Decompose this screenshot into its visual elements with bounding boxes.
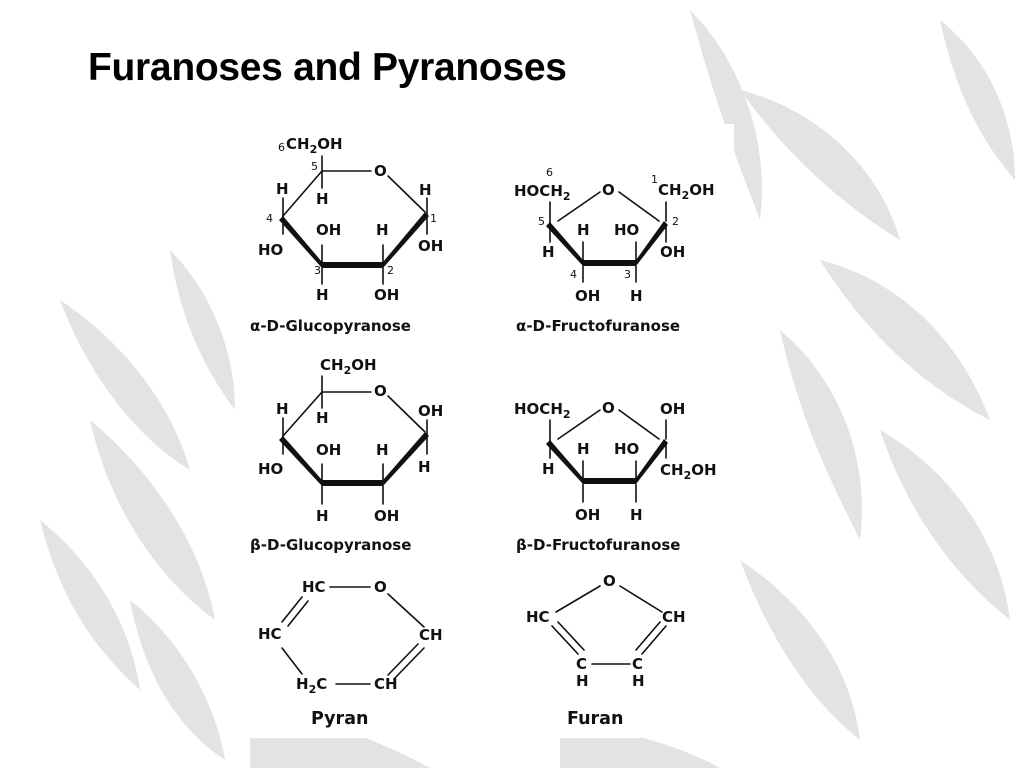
structure-caption: Furan <box>567 709 623 729</box>
hydroxyl: OH <box>575 506 600 524</box>
hydroxyl: HO <box>614 221 639 239</box>
hydroxyl: OH <box>374 286 399 304</box>
hydrogen: H <box>376 221 389 239</box>
carbon-number: 5 <box>538 215 545 228</box>
ring-atom: HC <box>526 608 550 626</box>
leaf-decoration <box>170 250 235 410</box>
hydroxyl: OH <box>418 237 443 255</box>
structure-caption: β-D-Fructofuranose <box>516 536 680 554</box>
hydroxyl: HO <box>614 440 639 458</box>
ring-oxygen: O <box>603 572 616 590</box>
pyran-structure: HC O HC CH H2C CH Pyran <box>258 578 443 729</box>
ring-oxygen: O <box>374 382 387 400</box>
hydrogen: H <box>418 458 431 476</box>
hydroxyl: OH <box>374 507 399 525</box>
alpha-glucopyranose-structure: 6 CH2OH 5 O H H 4 HO OH H 3 2 H OH H 1 O… <box>250 135 443 335</box>
chemical-structures-diagram: 6 CH2OH 5 O H H 4 HO OH H 3 2 H OH H 1 O… <box>250 135 717 729</box>
structures-figure: 6 CH2OH 5 O H H 4 HO OH H 3 2 H OH H 1 O… <box>238 124 734 738</box>
hoch2-group: HOCH2 <box>514 400 571 421</box>
ring-atom: HC <box>258 625 282 643</box>
hydroxyl: OH <box>660 243 685 261</box>
hydroxyl: OH <box>316 221 341 239</box>
furan-structure: O HC CH C C H H Furan <box>526 572 686 729</box>
hydroxyl: HO <box>258 241 283 259</box>
carbon-number: 3 <box>314 264 321 277</box>
ring-atom: HC <box>302 578 326 596</box>
hydrogen: H <box>577 440 590 458</box>
carbon-number: 4 <box>570 268 577 281</box>
leaf-decoration <box>740 560 860 740</box>
leaf-decoration <box>820 260 990 420</box>
hydroxyl: HO <box>258 460 283 478</box>
leaf-decoration <box>940 20 1015 180</box>
carbon-number: 2 <box>672 215 679 228</box>
structure-caption: β-D-Glucopyranose <box>250 536 411 554</box>
leaf-decoration <box>130 600 225 760</box>
hydrogen: H <box>632 672 645 690</box>
carbon-number: 1 <box>651 173 658 186</box>
ch2oh-group: CH2OH <box>660 461 717 482</box>
hydrogen: H <box>316 190 329 208</box>
ring-atom: CH <box>419 626 443 644</box>
hydrogen: H <box>577 221 590 239</box>
ch2oh-group: CH2OH <box>658 181 715 202</box>
hydrogen: H <box>630 287 643 305</box>
structure-caption: α-D-Fructofuranose <box>516 317 680 335</box>
ring-atom: CH <box>662 608 686 626</box>
ch2oh-group: CH2OH <box>286 135 343 156</box>
hydrogen: H <box>576 672 589 690</box>
ring-oxygen: O <box>602 399 615 417</box>
ring-oxygen: O <box>374 578 387 596</box>
hydroxyl: OH <box>418 402 443 420</box>
ring-oxygen: O <box>374 162 387 180</box>
leaf-decoration <box>780 330 862 540</box>
page-title: Furanoses and Pyranoses <box>88 46 567 89</box>
hydrogen: H <box>376 441 389 459</box>
carbon-number: 4 <box>266 212 273 225</box>
leaf-decoration <box>690 10 762 220</box>
hydroxyl: OH <box>575 287 600 305</box>
hydrogen: H <box>542 460 555 478</box>
carbon-number: 6 <box>278 141 285 154</box>
hydrogen: H <box>630 506 643 524</box>
structure-caption: Pyran <box>311 709 368 729</box>
carbon-number: 3 <box>624 268 631 281</box>
ring-atom: C <box>576 655 587 673</box>
carbon-number: 6 <box>546 166 553 179</box>
hydrogen: H <box>316 409 329 427</box>
hydrogen: H <box>542 243 555 261</box>
carbon-number: 2 <box>387 264 394 277</box>
hydrogen: H <box>316 507 329 525</box>
ring-atom: CH <box>374 675 398 693</box>
alpha-fructofuranose-structure: 6 HOCH2 O 1 CH2OH 5 2 H H HO OH 4 3 OH H… <box>514 166 715 335</box>
leaf-decoration <box>880 430 1010 620</box>
hydroxyl: OH <box>660 400 685 418</box>
structure-caption: α-D-Glucopyranose <box>250 317 411 335</box>
leaf-decoration <box>740 90 900 240</box>
carbon-number: 5 <box>311 160 318 173</box>
carbon-number: 1 <box>430 212 437 225</box>
hydrogen: H <box>316 286 329 304</box>
leaf-decoration <box>40 520 140 690</box>
ring-atom: H2C <box>296 675 327 696</box>
ch2oh-group: CH2OH <box>320 356 377 377</box>
hydrogen: H <box>419 181 432 199</box>
hoch2-group: HOCH2 <box>514 182 571 203</box>
leaf-decoration <box>60 300 190 470</box>
ring-oxygen: O <box>602 181 615 199</box>
hydroxyl: OH <box>316 441 341 459</box>
hydrogen: H <box>276 180 289 198</box>
ring-atom: C <box>632 655 643 673</box>
leaf-decoration <box>90 420 215 620</box>
hydrogen: H <box>276 400 289 418</box>
beta-fructofuranose-structure: HOCH2 O OH H H HO CH2OH OH H β-D-Fructof… <box>514 399 717 554</box>
beta-glucopyranose-structure: CH2OH O H H HO OH H H OH OH H β-D-Glucop… <box>250 356 443 554</box>
